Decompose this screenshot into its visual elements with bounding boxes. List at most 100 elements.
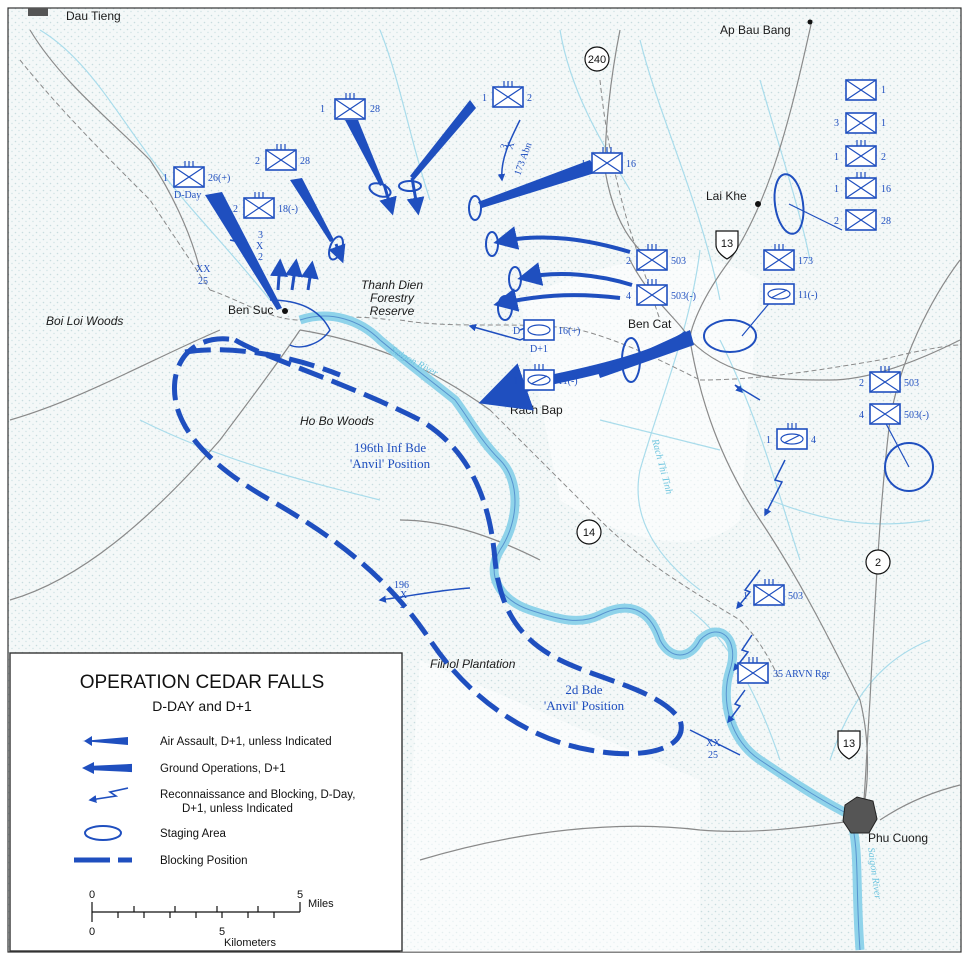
unit-label: 2 [400,600,405,611]
unit-label: 503 [904,378,919,389]
place-lai-khe: Lai Khe [706,189,747,203]
route-240: 240 [584,46,610,72]
unit-ovals [527,288,804,445]
legend-box [9,652,403,952]
unit-label: 28 [370,104,380,115]
unit-crosses [173,79,901,684]
legend-item-blocking: Blocking Position [160,855,248,867]
unit-label: 2 [834,216,839,227]
unit-label: 1 [581,159,586,170]
route-13-south-label: 13 [843,738,855,750]
unit-label: 1 [320,104,325,115]
unit-label: 2 [258,252,263,263]
legend-item-air-assault: Air Assault, D+1, unless Indicated [160,736,332,748]
unit-label: 503 [788,591,803,602]
legend-ground-ops-icon [87,763,132,773]
unit-label: 1 [881,85,886,96]
ben-suc-arrows [269,258,319,291]
blocking-positions [171,336,684,757]
ben-suc-dot [282,308,288,314]
anvil-2d-label-1: 2d Bde [565,682,602,697]
anvil-196-label-1: 196th Inf Bde [354,440,426,455]
air-assault-arrowheads [328,177,425,264]
unit-label: 26(+) [208,173,230,184]
trails [19,59,961,681]
unit-label: 18(-) [278,204,298,215]
scale-km-5: 5 [219,926,225,938]
legend-item-recon-1: Reconnaissance and Blocking, D-Day, [160,789,355,801]
route-13-north-label: 13 [721,238,733,250]
unit-label: 503(-) [671,291,696,302]
unit-label: 3 [834,118,839,129]
saigon-river-bank [299,315,861,951]
unit-label: D [513,326,520,337]
legend-item-staging: Staging Area [160,828,226,840]
lai-khe-dot [755,201,761,207]
unit-label: 2 [527,93,532,104]
legend-recon-icon [88,787,129,803]
legend-air-assault-head-icon [84,736,92,746]
unit-label: 196 [394,580,409,591]
route-2-label: 2 [875,557,881,569]
unit-label: 16 [881,184,891,195]
legend: OPERATION CEDAR FALLS D-DAY and D+1 Air … [9,652,403,952]
unit-label: 3 [498,143,510,151]
unit-label: X [256,241,264,252]
scale-km-label: Kilometers [224,937,276,949]
unit-label: D-Day [174,190,201,201]
scale-bar [91,902,301,922]
unit-label: 4 [859,410,864,421]
place-thanh-dien-2: Forestry [370,291,415,305]
unit-label: 2 [233,204,238,215]
legend-staging-icon [84,825,122,841]
unit-label: X [400,590,408,601]
unit-label: 25 [198,276,208,287]
place-rach-bap: Rach Bap [510,403,563,417]
unit-label: 2 [881,152,886,163]
route-13-north: 13 [715,230,739,260]
ap-bau-bang-dot [807,19,813,25]
dau-tieng-town-icon [28,8,48,16]
unit-label: 4 [811,435,816,446]
clear-terrain-south [400,660,700,952]
place-dau-tieng: Dau Tieng [66,9,121,23]
phu-cuong-town-icon [842,796,878,834]
unit-label: 1 [743,591,748,602]
unit-label: 173 [798,256,813,267]
unit-label: 11(-) [558,376,578,387]
legend-item-ground-ops: Ground Operations, D+1 [160,763,286,775]
unit-label: 3 [258,230,263,241]
unit-label: 28 [881,216,891,227]
unit-label: 1 [482,93,487,104]
route-240-label: 240 [588,54,606,66]
unit-label: 1 [834,184,839,195]
place-ho-bo-woods: Ho Bo Woods [300,414,374,428]
scale-miles-label: Miles [308,898,334,910]
place-ben-suc: Ben Suc [228,303,273,317]
scale-km-0: 0 [89,926,95,938]
unit-label: 1 [766,435,771,446]
unit-label: 11(-) [798,290,818,301]
unit-label: 25 [708,750,718,761]
unit-label: 16 [626,159,636,170]
place-filhol-plantation: Filhol Plantation [430,657,516,671]
unit-label: 2 [626,256,631,267]
unit-label: 35 ARVN Rgr [773,669,831,680]
route-14-label: 14 [583,527,595,539]
unit-label: 503(-) [904,410,929,421]
air-assault-arrows [205,100,598,310]
unit-label: X [504,140,517,151]
unit-label: 1 [834,152,839,163]
anvil-196-label-2: 'Anvil' Position [350,456,431,471]
clear-terrain [520,258,760,542]
unit-label: XX [706,738,721,749]
unit-label: 1 [163,173,168,184]
unit-label: 4 [626,291,631,302]
route-14: 14 [576,519,602,545]
route-13-south: 13 [837,730,861,760]
unit-label: 1 [881,118,886,129]
unit-label: 1 [513,376,518,387]
legend-title: OPERATION CEDAR FALLS [80,672,325,693]
unit-label: 2 [255,156,260,167]
scale-miles-0: 0 [89,889,95,901]
